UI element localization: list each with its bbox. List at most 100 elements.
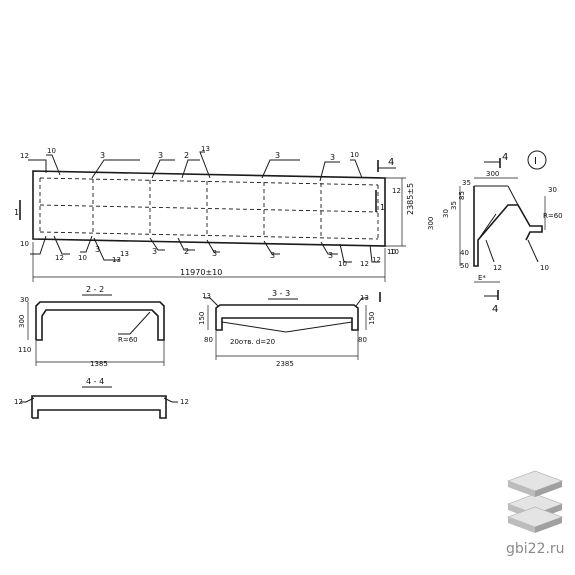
section-2-2-height: 300 bbox=[18, 315, 26, 328]
detail-section-mark-label: 4 bbox=[502, 152, 508, 163]
section-2-2-width: 1385 bbox=[90, 360, 108, 368]
section-4-4-profile bbox=[31, 395, 167, 419]
section-2-2-top-dim: 30 bbox=[20, 296, 29, 304]
section-4-label: 4 bbox=[388, 157, 394, 168]
callout-3-bot-b: 3 bbox=[152, 247, 157, 256]
overall-width-label: 2385±5 bbox=[406, 183, 415, 215]
section-3-3-title: 3 - 3 bbox=[272, 289, 290, 298]
callout-2-bot: 2 bbox=[184, 247, 189, 256]
callout-13-top: 13 bbox=[201, 145, 210, 153]
callout-3-bot-a: 3 bbox=[95, 245, 100, 254]
section-4-4-callout-right: 12 bbox=[180, 398, 189, 406]
detail-r60: R=60 bbox=[543, 212, 563, 220]
detail-callout-10: 10 bbox=[540, 264, 549, 272]
section-4-4-callout-left: 12 bbox=[14, 398, 23, 406]
detail-dim-30: 30 bbox=[548, 186, 557, 194]
callout-12-right: 12 bbox=[392, 187, 401, 195]
section-4-4-leader-left bbox=[20, 397, 35, 403]
callout-10-top-right: 10 bbox=[350, 151, 359, 159]
detail-vdim-35: 35 bbox=[450, 201, 458, 210]
section-4-4-leader-right bbox=[163, 397, 178, 403]
section-3-3-height-right: 150 bbox=[368, 312, 376, 325]
callout-12-bot-right: 12 bbox=[360, 260, 369, 268]
leader-bot-2 bbox=[53, 235, 70, 255]
section-4-4-title: 4 - 4 bbox=[86, 377, 104, 386]
section-3-3-leader-left bbox=[204, 297, 219, 307]
detail-section-mark-bottom-label: 4 bbox=[492, 304, 498, 315]
leader-top-8 bbox=[319, 161, 340, 182]
detail-slope bbox=[477, 213, 497, 241]
leader-top-7 bbox=[261, 159, 300, 179]
detail-top-width: 300 bbox=[486, 170, 499, 178]
leader-top-3 bbox=[91, 159, 140, 179]
leader-bot-3 bbox=[80, 235, 93, 253]
stacked-slabs-icon bbox=[506, 470, 564, 533]
section-3-3-callout-right: 13 bbox=[360, 294, 369, 302]
section-3-3-right-dim: 80 bbox=[358, 336, 367, 344]
section-3-3-leader-right bbox=[355, 297, 368, 307]
leader-top-5 bbox=[181, 159, 200, 179]
callout-2-top: 2 bbox=[184, 151, 189, 160]
overall-length-label: 11970±10 bbox=[180, 268, 222, 277]
callout-13-bot: 13 bbox=[112, 256, 121, 264]
callout-3-top-d: 3 bbox=[330, 153, 335, 162]
section-3-3-holes-line bbox=[221, 321, 353, 333]
leader-top-2 bbox=[46, 154, 61, 176]
detail-vdim-85: 85 bbox=[458, 191, 466, 200]
section-3-3-holes: 20отв. d=20 bbox=[230, 338, 275, 346]
detail-label-e: E* bbox=[478, 274, 486, 282]
leader-bot-5 bbox=[149, 237, 165, 251]
section-3-3-width: 2385 bbox=[276, 360, 294, 368]
detail-leader-12 bbox=[485, 239, 495, 263]
section-2-2-bottom-dim: 110 bbox=[18, 346, 31, 354]
mid-line bbox=[39, 204, 379, 213]
callout-3-top-b: 3 bbox=[158, 151, 163, 160]
site-logo: gbi22.ru bbox=[506, 470, 565, 557]
callout-10-bot-b: 10 bbox=[78, 254, 87, 262]
detail-height: 300 bbox=[427, 217, 435, 230]
leader-bot-6 bbox=[177, 237, 195, 251]
section-1-left-label: 1 bbox=[14, 208, 19, 217]
section-3-3-callout-left: 13 bbox=[202, 292, 211, 300]
section-2-2: 2 - 2 30 300 110 R=60 1385 bbox=[18, 285, 165, 368]
detail-bracket bbox=[507, 185, 519, 206]
section-3-3-left-dim: 80 bbox=[204, 336, 213, 344]
callout-12-bottom-left: 12 bbox=[55, 254, 64, 262]
leader-bot-4 bbox=[93, 237, 120, 261]
callout-3-bot-e: 3 bbox=[328, 251, 333, 260]
callout-10-bot-c: 10 bbox=[390, 248, 399, 256]
callout-12-bot-b: 12 bbox=[372, 256, 381, 264]
callout-12-top-left: 12 bbox=[20, 152, 29, 160]
main-plan-view: 12 10 3 3 2 13 3 3 10 4 12 1 1 12 3 3 2 … bbox=[14, 145, 415, 282]
callout-10-top-left: 10 bbox=[47, 147, 56, 155]
leader-bot-10 bbox=[339, 243, 352, 263]
detail-dim-50: 50 bbox=[460, 262, 469, 270]
leader-bot-7 bbox=[206, 239, 220, 253]
site-name: gbi22.ru bbox=[506, 541, 565, 557]
section-2-2-radius-leader bbox=[118, 311, 151, 335]
detail-dim-35: 35 bbox=[462, 179, 471, 187]
dim-10-right: 10 bbox=[387, 248, 396, 256]
leader-top-4 bbox=[151, 159, 175, 179]
detail-dim-40: 40 bbox=[460, 249, 469, 257]
callout-3-top-a: 3 bbox=[100, 151, 105, 160]
section-2-2-title: 2 - 2 bbox=[86, 285, 104, 294]
section-1-right-label: 1 bbox=[380, 203, 385, 212]
section-3-3-profile bbox=[215, 304, 359, 331]
dim-10-left: 10 bbox=[20, 240, 29, 248]
detail-vdim-30: 30 bbox=[442, 209, 450, 218]
leader-top-9 bbox=[350, 159, 363, 179]
callout-3-bot-c: 3 bbox=[212, 249, 217, 258]
leader-top-6 bbox=[199, 151, 211, 179]
leader-top-1 bbox=[28, 159, 47, 173]
section-4-4: 4 - 4 12 12 bbox=[14, 377, 189, 419]
section-3-3-height-left: 150 bbox=[198, 312, 206, 325]
leader-bot-8 bbox=[263, 240, 280, 255]
detail-profile bbox=[473, 186, 543, 267]
detail-1-marker-circle bbox=[527, 150, 547, 170]
detail-callout-12: 12 bbox=[493, 264, 502, 272]
section-2-2-profile bbox=[35, 301, 165, 341]
callout-3-bot-d: 3 bbox=[270, 251, 275, 260]
section-3-3: 3 - 3 13 13 150 150 20отв. d=20 80 80 23… bbox=[198, 289, 381, 368]
detail-leader-10 bbox=[527, 239, 539, 263]
